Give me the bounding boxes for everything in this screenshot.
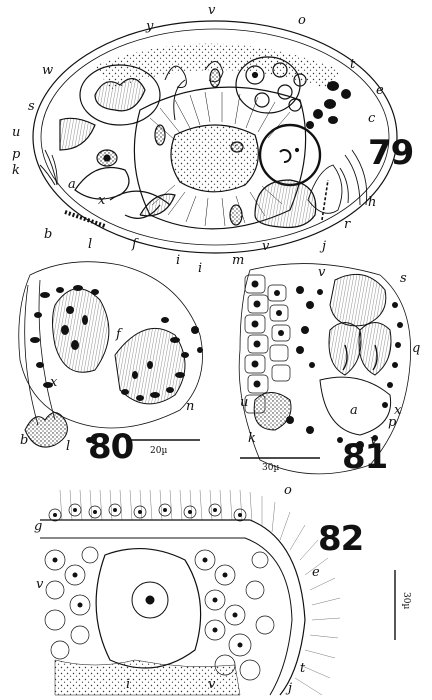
fig79-label-h: h [368, 195, 377, 210]
fig81-label-q: q [412, 341, 421, 356]
fig82-label-i: i [126, 677, 131, 692]
scale-text-81: 30µ [262, 463, 280, 473]
fig79-label-c: c [368, 111, 376, 126]
fig79-label-b: b [44, 227, 53, 242]
fig79-label-l: l [88, 237, 93, 252]
figure-80-drawing [18, 261, 203, 448]
fig82-label-g: g [34, 519, 43, 534]
fig81-label-u: u [240, 395, 249, 410]
fig79-label-s: s [28, 99, 35, 114]
fig79-label-k: k [12, 163, 20, 178]
fig82-label-j: j [288, 681, 293, 696]
fig79-label-y: y [146, 19, 154, 34]
fig79-label-v: v [208, 3, 216, 18]
fig79-label-r: r [344, 217, 351, 232]
fig80-label-f: f [116, 327, 121, 342]
fig79-label-a: a [68, 177, 76, 192]
fig80-nuclei [30, 285, 203, 443]
figure-number-81: 81 [342, 437, 388, 477]
fig82-label-v: v [36, 577, 44, 592]
figure-81-drawing [238, 263, 411, 475]
scale-text-82: 30µ [401, 592, 411, 610]
fig81-label-v2: v [370, 433, 378, 448]
figure-number-82: 82 [318, 519, 364, 559]
fig79-label-p: p [12, 147, 21, 162]
figure-number-79: 79 [368, 133, 414, 173]
fig81-label-p: p [388, 415, 397, 430]
fig82-label-e: e [312, 565, 320, 580]
fig81-label-x: x [394, 403, 402, 418]
fig80-label-i: i [198, 261, 203, 276]
figure-82-drawing [40, 489, 396, 696]
fig80-label-x: x [50, 375, 58, 390]
fig79-label-o: o [298, 13, 306, 28]
fig80-label-b: b [20, 433, 29, 448]
fig81-label-v: v [318, 265, 326, 280]
fig79-label-x: x [98, 193, 106, 208]
fig79-label-m: m [232, 253, 245, 268]
fig79-label-e: e [376, 83, 384, 98]
fig79-label-i: i [176, 253, 181, 268]
fig79-label-j: j [322, 239, 327, 254]
figure-79-drawing [32, 20, 398, 254]
fig79-label-f: f [132, 237, 137, 252]
fig81-label-s: s [400, 271, 407, 286]
fig82-label-o: o [284, 483, 292, 498]
fig80-label-n: n [186, 399, 195, 414]
fig82-label-t: t [300, 661, 306, 676]
fig79-label-v2: v [262, 239, 270, 254]
scale-text-80: 20µ [150, 446, 168, 456]
fig81-label-a: a [350, 403, 358, 418]
fig82-label-v2: v [208, 677, 216, 692]
fig79-label-t: t [350, 57, 356, 72]
fig79-label-u: u [12, 125, 21, 140]
fig79-label-w: w [42, 63, 54, 78]
fig81-label-k: k [248, 431, 256, 446]
fig80-label-l: l [66, 439, 71, 454]
figure-number-80: 80 [88, 427, 134, 467]
